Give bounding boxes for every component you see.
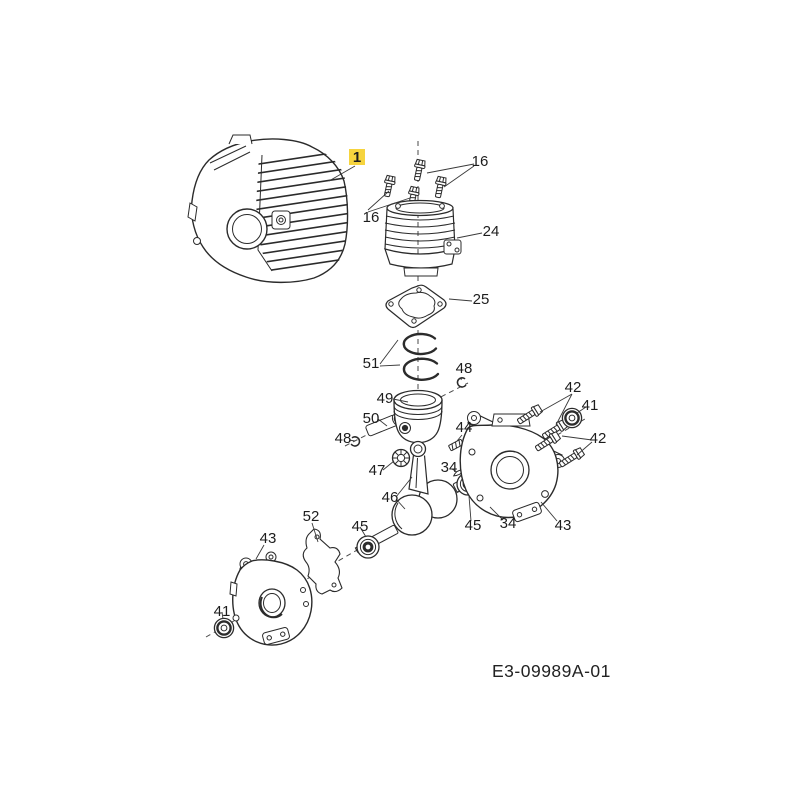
bolt-boss <box>476 494 484 502</box>
shroud-panel-lines <box>209 145 251 171</box>
gasket-hole <box>388 301 394 307</box>
callout-label-41[interactable]: 41 <box>214 603 231 620</box>
left-boss <box>232 614 240 622</box>
callout-labels: 1 16 16 24 25 51 48 49 42 41 50 44 42 48… <box>214 149 607 620</box>
cylinder-bolt <box>411 158 427 182</box>
callout-label-34[interactable]: 34 <box>500 515 517 532</box>
left-boss <box>193 237 201 245</box>
callout-label-41[interactable]: 41 <box>582 397 599 414</box>
flange-hole <box>454 247 460 253</box>
piston-rings-drawing <box>402 332 440 381</box>
callout-label-45[interactable]: 45 <box>352 518 369 535</box>
callout-label-48[interactable]: 48 <box>456 360 473 377</box>
callout-label-43[interactable]: 43 <box>260 530 277 547</box>
oil-seal-right-drawing <box>561 407 583 429</box>
callout-label-46[interactable]: 46 <box>382 489 399 506</box>
stud-hole <box>395 203 401 209</box>
cylinder-bolt <box>381 174 397 198</box>
callout-label-50[interactable]: 50 <box>363 410 380 427</box>
cylinder-drawing <box>384 199 462 277</box>
connecting-rod-shank <box>408 454 429 495</box>
callout-label-16[interactable]: 16 <box>363 209 380 226</box>
oil-seal-left-drawing <box>213 617 235 639</box>
gasket-hole <box>411 318 417 324</box>
drawing-number: E3-09989A-01 <box>492 661 611 681</box>
callout-1-highlight <box>349 149 365 165</box>
cylinder-top-inner <box>395 202 445 214</box>
shroud-edge <box>257 154 273 272</box>
gasket-bore <box>398 291 436 319</box>
retaining-clip-right <box>456 377 467 388</box>
callout-label-16[interactable]: 16 <box>472 153 489 170</box>
bore-detail <box>494 450 516 460</box>
left-mount-foot <box>262 627 290 645</box>
callout-label-43[interactable]: 43 <box>555 517 572 534</box>
ball-bearing-left-drawing <box>356 535 380 559</box>
mount-foot <box>512 501 542 523</box>
cylinder-bolt <box>432 175 448 199</box>
callout-label-34[interactable]: 34 <box>441 459 458 476</box>
stud <box>300 587 306 593</box>
gasket-hole <box>437 301 443 307</box>
cylinder-skirt <box>384 248 456 269</box>
callout-label-25[interactable]: 25 <box>473 291 490 308</box>
cooling-fins <box>256 149 348 274</box>
pin-bore <box>401 424 409 432</box>
leader-lines <box>221 163 593 620</box>
rod-ibeam-line <box>415 457 418 489</box>
gasket-outline <box>385 284 447 329</box>
flat-key-drawing <box>448 438 464 452</box>
piston-ring <box>402 332 438 356</box>
rod-small-end-bore <box>413 444 423 454</box>
crankcase-gasket-drawing <box>302 528 343 595</box>
left-main-bore-inner <box>263 593 281 613</box>
gasket-52-outline <box>302 528 343 595</box>
cylinder-gasket-drawing <box>385 284 447 329</box>
cylinder-fins <box>384 215 456 249</box>
bore-shading <box>259 596 283 619</box>
callout-label-49[interactable]: 49 <box>377 390 394 407</box>
callout-label-51[interactable]: 51 <box>363 355 380 372</box>
left-tab <box>229 581 238 597</box>
stud-hole <box>439 203 445 209</box>
callout-label-52[interactable]: 52 <box>303 508 320 525</box>
callout-label-44[interactable]: 44 <box>456 419 473 436</box>
bolt-boss <box>541 490 549 498</box>
callout-label-45[interactable]: 45 <box>465 517 482 534</box>
top-mount-tab <box>228 134 253 145</box>
needle-bearing-drawing <box>391 448 411 468</box>
callout-label-48[interactable]: 48 <box>335 430 352 447</box>
pin-clips <box>350 377 467 447</box>
retaining-clip-left <box>350 436 361 447</box>
port-hole-inner <box>278 217 284 223</box>
stud <box>303 601 309 607</box>
clutch-drum-inner <box>232 214 262 244</box>
callout-label-42[interactable]: 42 <box>565 379 582 396</box>
cylinder-spigot <box>403 267 439 277</box>
ring-grooves <box>393 405 443 420</box>
callout-label-24[interactable]: 24 <box>483 223 500 240</box>
flange-hole <box>446 241 452 247</box>
needle-bearing-bore <box>396 453 406 463</box>
piston-crown-inner <box>400 393 436 407</box>
main-bore-inner <box>496 456 524 484</box>
engine-assembly-drawing <box>187 134 349 284</box>
piston-ring <box>402 357 440 381</box>
crankcase-right-drawing <box>459 411 565 523</box>
left-tab <box>187 202 198 222</box>
crankcase-left-drawing <box>229 551 313 646</box>
keys <box>448 438 493 508</box>
callout-label-1[interactable]: 1 <box>353 149 361 166</box>
gasket-hole <box>416 287 422 293</box>
callout-label-47[interactable]: 47 <box>369 462 386 479</box>
callout-label-42[interactable]: 42 <box>590 430 607 447</box>
bolt-boss <box>468 448 476 456</box>
piston-drawing <box>393 389 443 444</box>
web-detail-arc <box>394 502 403 530</box>
